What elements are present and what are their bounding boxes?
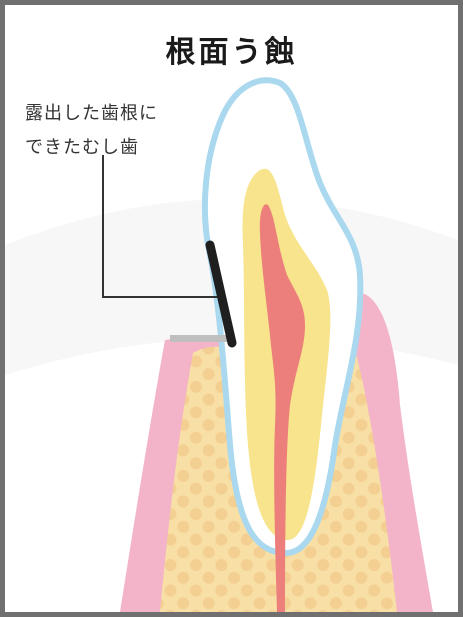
exposed-root-marker (170, 335, 228, 342)
diagram-title: 根面う蝕 (165, 35, 298, 70)
pulp (259, 204, 305, 612)
tooth-illustration (5, 77, 458, 612)
annotation-line-1: 露出した歯根に (25, 103, 158, 124)
root-caries-annotation: 露出した歯根に できたむし歯 (25, 97, 158, 165)
annotation-line-2: できたむし歯 (25, 137, 139, 158)
leader-line (102, 155, 218, 298)
root-caries-lesion (205, 240, 237, 348)
